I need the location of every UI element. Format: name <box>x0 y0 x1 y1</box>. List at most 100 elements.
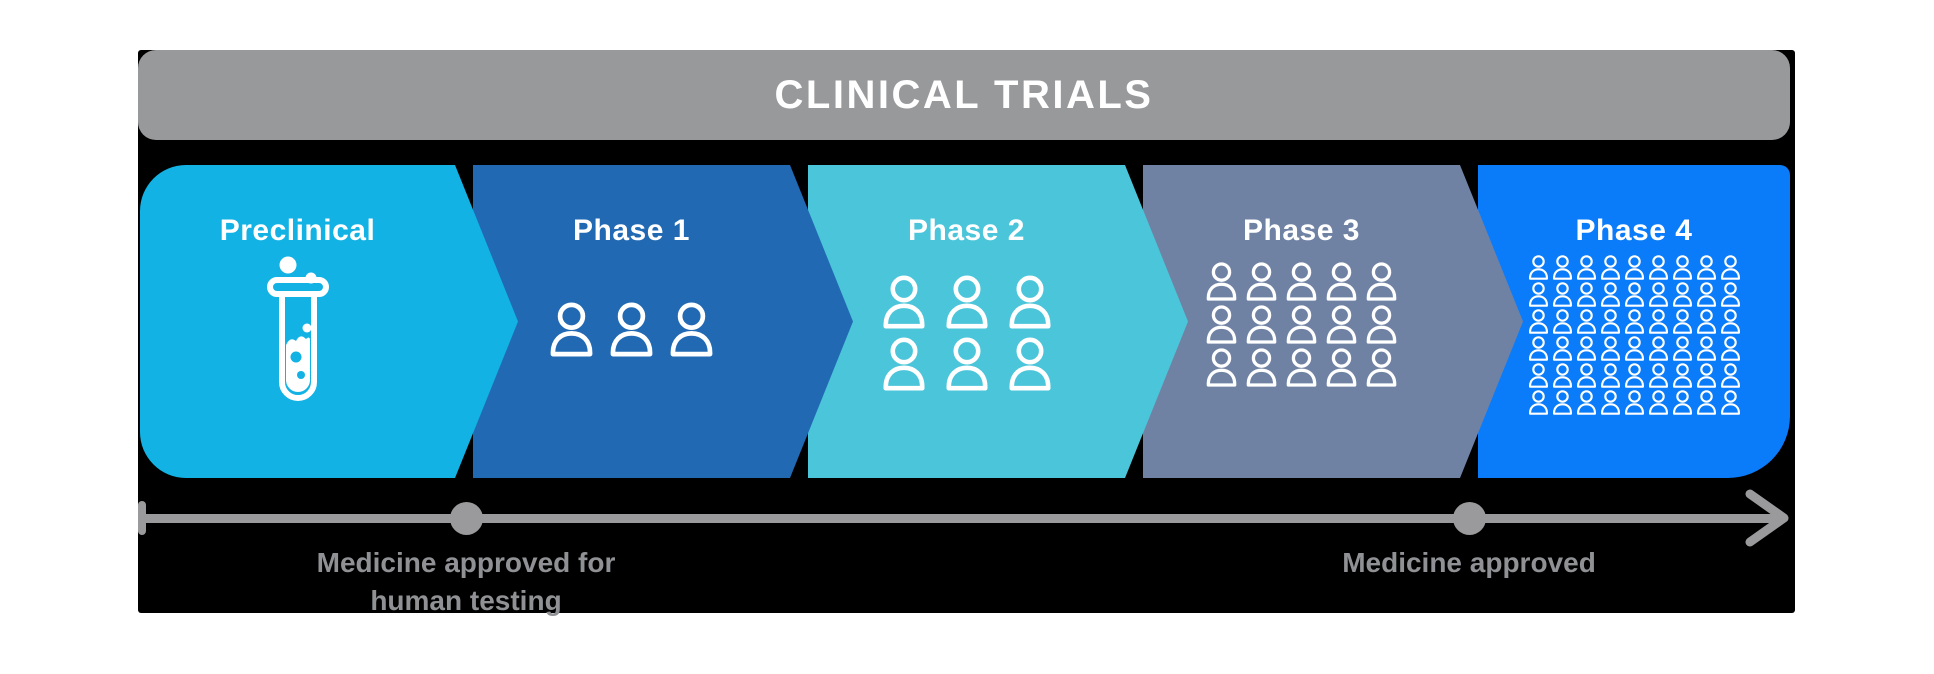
person-icon <box>1600 390 1620 415</box>
person-icon <box>1576 282 1596 307</box>
person-icon <box>1600 309 1620 334</box>
timeline-dot-medicine-approved <box>1453 502 1486 535</box>
person-icon <box>1624 282 1644 307</box>
person-icon <box>1365 262 1398 301</box>
phase-segment-phase-3: Phase 3 <box>1143 165 1523 478</box>
people-grid <box>548 302 715 357</box>
person-icon <box>1696 390 1716 415</box>
phase-label: Phase 2 <box>908 214 1025 247</box>
person-icon <box>1648 255 1668 280</box>
phase-content: Phase 1 <box>473 165 790 478</box>
person-icon <box>1600 282 1620 307</box>
person-icon <box>881 337 927 391</box>
person-icon <box>1007 337 1053 391</box>
person-icon <box>1552 309 1572 334</box>
person-icon <box>1576 390 1596 415</box>
person-icon <box>1720 336 1740 361</box>
person-icon <box>1672 336 1692 361</box>
person-icon <box>1624 309 1644 334</box>
phase-label: Phase 3 <box>1243 214 1360 247</box>
person-icon <box>1325 348 1358 387</box>
phase-segment-preclinical: Preclinical <box>140 165 518 478</box>
phase-segment-phase-2: Phase 2 <box>808 165 1188 478</box>
person-icon <box>1720 255 1740 280</box>
person-icon <box>1285 262 1318 301</box>
person-icon <box>1648 336 1668 361</box>
people-grid <box>881 275 1053 391</box>
person-icon <box>1325 305 1358 344</box>
person-icon <box>1600 336 1620 361</box>
milestone-label-medicine-approved: Medicine approved <box>1189 544 1749 582</box>
person-icon <box>1696 282 1716 307</box>
test-tube-icon-wrap <box>250 253 346 415</box>
person-icon <box>608 302 655 357</box>
person-icon <box>548 302 595 357</box>
phase-label: Preclinical <box>219 214 376 247</box>
person-icon <box>1552 282 1572 307</box>
person-icon <box>1528 390 1548 415</box>
person-icon <box>1205 348 1238 387</box>
person-icon <box>1672 390 1692 415</box>
phase-content: Phase 3 <box>1143 165 1460 478</box>
phase-content: Phase 2 <box>808 165 1125 478</box>
person-icon <box>1528 282 1548 307</box>
page-title: CLINICAL TRIALS <box>774 72 1154 117</box>
milestone-line: human testing <box>370 585 562 616</box>
phase-segment-phase-1: Phase 1 <box>473 165 853 478</box>
person-icon <box>1205 262 1238 301</box>
phase-content: Phase 4 <box>1478 165 1790 478</box>
person-icon <box>1672 309 1692 334</box>
phase-label: Phase 4 <box>1575 214 1693 247</box>
milestone-line: Medicine approved <box>1342 547 1596 578</box>
person-icon <box>1528 336 1548 361</box>
person-icon <box>1648 309 1668 334</box>
person-icon <box>1528 255 1548 280</box>
person-icon <box>1528 309 1548 334</box>
phase-row: Preclinical Phase 1 Phase 2 Phase 3 <box>138 165 1795 478</box>
person-icon <box>1576 336 1596 361</box>
person-icon <box>944 275 990 329</box>
person-icon <box>1720 282 1740 307</box>
person-icon <box>1552 255 1572 280</box>
person-icon <box>1648 282 1668 307</box>
person-icon <box>1648 363 1668 388</box>
person-icon <box>1696 309 1716 334</box>
header-bar: CLINICAL TRIALS <box>138 50 1790 140</box>
person-icon <box>1576 363 1596 388</box>
person-icon <box>1576 255 1596 280</box>
person-icon <box>1672 282 1692 307</box>
person-icon <box>944 337 990 391</box>
person-icon <box>1720 363 1740 388</box>
person-icon <box>881 275 927 329</box>
person-icon <box>1600 255 1620 280</box>
person-icon <box>1696 336 1716 361</box>
timeline: Medicine approved for human testing Medi… <box>138 50 1795 616</box>
person-icon <box>1285 348 1318 387</box>
people-grid <box>1528 255 1741 415</box>
person-icon <box>1205 305 1238 344</box>
person-icon <box>1576 309 1596 334</box>
person-icon <box>668 302 715 357</box>
timeline-dot-approval-for-testing <box>450 502 483 535</box>
arrow-right-icon <box>1745 489 1789 547</box>
person-icon <box>1245 262 1278 301</box>
person-icon <box>1552 363 1572 388</box>
person-icon <box>1245 348 1278 387</box>
person-icon <box>1696 363 1716 388</box>
milestone-label-human-testing: Medicine approved for human testing <box>186 544 746 620</box>
person-icon <box>1672 255 1692 280</box>
person-icon <box>1365 348 1398 387</box>
person-icon <box>1600 363 1620 388</box>
milestone-line: Medicine approved for <box>316 547 616 578</box>
person-icon <box>1365 305 1398 344</box>
timeline-line <box>142 514 1778 523</box>
people-grid <box>1205 262 1398 387</box>
person-icon <box>1624 255 1644 280</box>
person-icon <box>1672 363 1692 388</box>
phase-content: Preclinical <box>140 165 455 478</box>
clinical-trials-panel: CLINICAL TRIALS Preclinical Phase 1 Phas… <box>138 50 1795 616</box>
person-icon <box>1552 336 1572 361</box>
person-icon <box>1528 363 1548 388</box>
phase-label: Phase 1 <box>573 214 690 247</box>
